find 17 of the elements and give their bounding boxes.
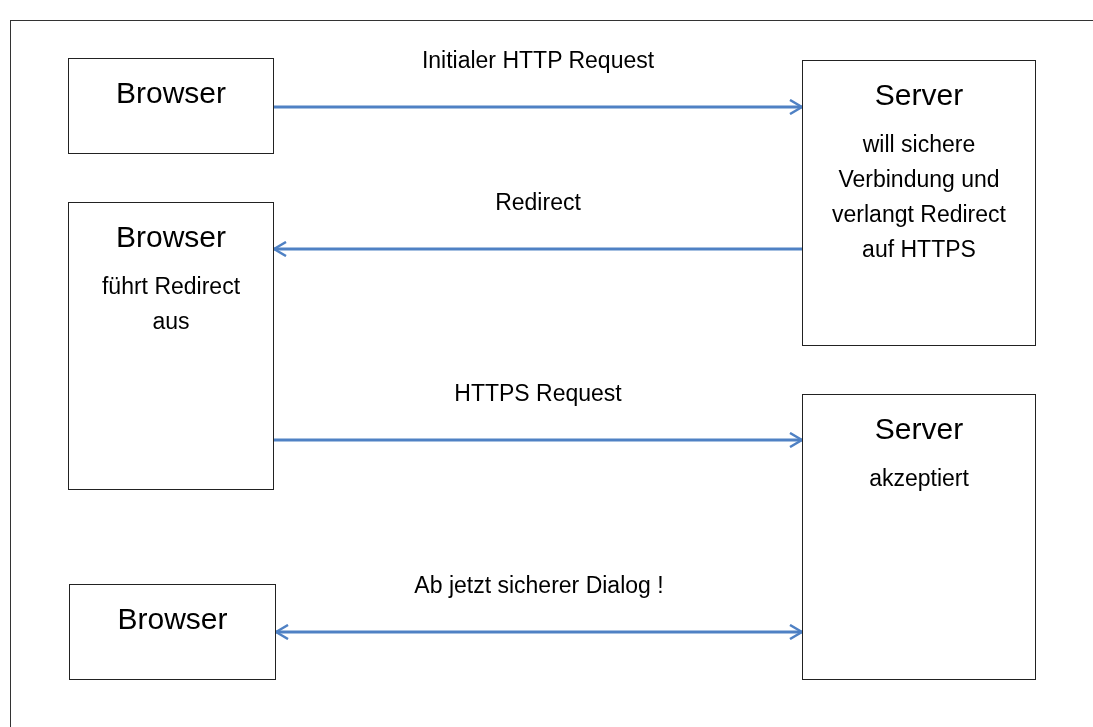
box-title: Server [873, 411, 965, 447]
arrow [274, 431, 804, 449]
arrow [274, 98, 804, 116]
box-text: führt Redirect aus [100, 272, 242, 336]
box-text: akzeptiert [868, 464, 970, 493]
box-text: will sichere Verbindung und verlangt Redirect auf HTTPS [831, 130, 1007, 264]
process-box [68, 202, 274, 490]
box-title: Browser [115, 75, 227, 111]
process-box [69, 584, 276, 680]
process-box [802, 394, 1036, 680]
box-title: Browser [115, 219, 227, 255]
process-box [802, 60, 1036, 346]
arrow [274, 623, 804, 641]
box-title: Browser [116, 601, 229, 637]
box-title: Server [873, 77, 965, 113]
arrow [272, 240, 802, 258]
process-box [68, 58, 274, 154]
